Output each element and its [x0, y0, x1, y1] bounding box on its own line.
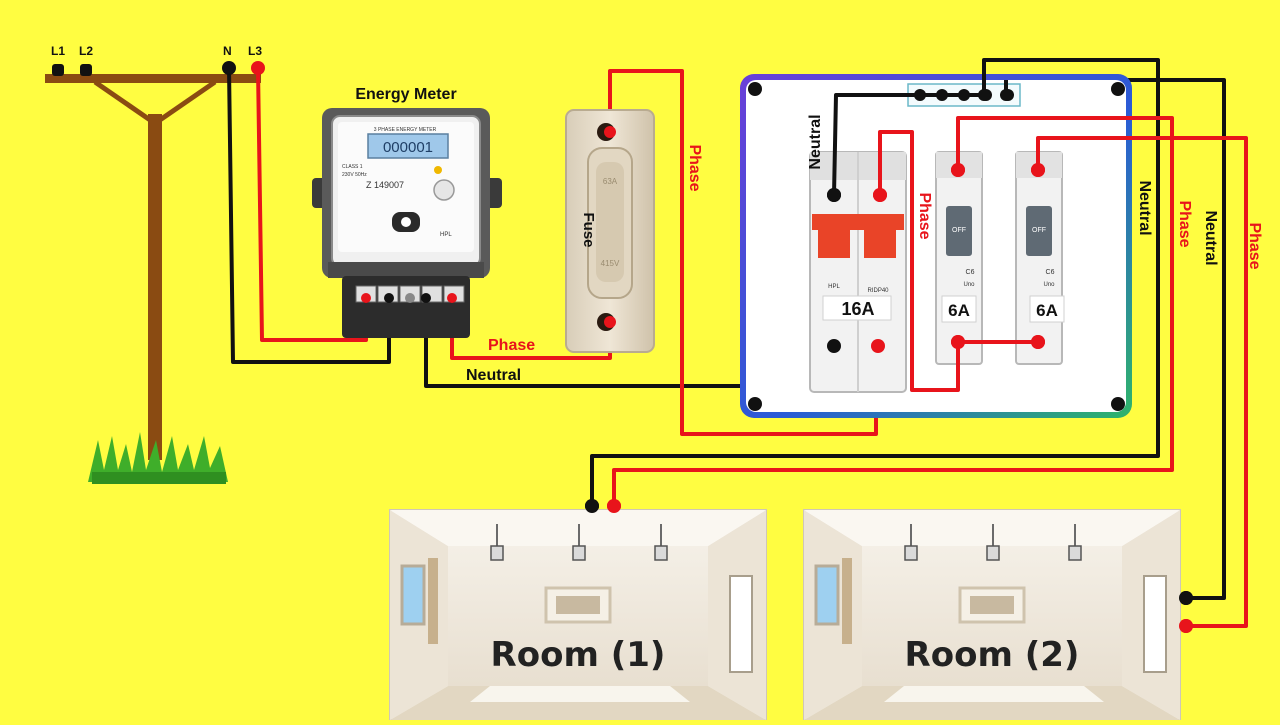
- energy-meter: 000001 3 PHASE ENERGY METER CLASS 1 230V…: [312, 108, 502, 338]
- meter-rating: 230V 50Hz: [342, 172, 367, 178]
- side-label-neutral-1: Neutral: [1136, 180, 1153, 235]
- mcb-1-rating: 6A: [948, 301, 970, 320]
- room-2-title: Room (2): [905, 635, 1080, 675]
- room-1: Room (1): [388, 508, 768, 722]
- terminal-label-l2: L2: [79, 44, 93, 58]
- wire-phase-rccb-mcb-top: [878, 130, 960, 392]
- mcb-2-rating: 6A: [1036, 301, 1058, 320]
- meter-header: 3 PHASE ENERGY METER: [374, 127, 437, 133]
- fuse-volt: 415V: [601, 259, 620, 268]
- meter-display: 000001: [383, 139, 433, 156]
- side-label-neutral-2: Neutral: [1202, 210, 1219, 265]
- meter-terminals: [355, 285, 465, 303]
- wire-phase-fuse-rccb: [608, 69, 878, 436]
- fuse-amp: 63A: [603, 177, 618, 186]
- rccb-breaker: RIDP40 HPL 16A: [809, 151, 907, 393]
- meter-class: CLASS 1: [342, 164, 363, 170]
- terminal-label-l1: L1: [51, 44, 65, 58]
- mcb-2-curve: C6: [1046, 269, 1055, 276]
- wire-phase-room1-top: [956, 116, 1172, 170]
- pole-crossarm: [45, 74, 261, 83]
- label-phase-meter: Phase: [488, 337, 535, 354]
- mcb-breaker-1: OFF C6 Uno 6A: [935, 151, 983, 365]
- mcb-1-status: OFF: [952, 227, 966, 234]
- grass-tuft: [88, 432, 228, 484]
- label-phase-fuse: Phase: [686, 144, 703, 191]
- room-1-title: Room (1): [491, 635, 666, 675]
- mcb-1-brand: Uno: [963, 282, 975, 288]
- utility-pole: [45, 64, 261, 484]
- side-label-phase-2: Phase: [1246, 222, 1263, 269]
- terminal-label-l3: L3: [248, 44, 262, 58]
- side-label-phase-1: Phase: [1176, 200, 1193, 247]
- label-neutral-meter: Neutral: [466, 367, 521, 384]
- rccb-rating: 16A: [841, 299, 874, 319]
- mcb-2-brand: Uno: [1043, 282, 1055, 288]
- fuse-label: Fuse: [580, 212, 597, 247]
- mcb-breaker-2: OFF C6 Uno 6A: [1015, 151, 1065, 365]
- distribution-board: RIDP40 HPL 16A OFF C6 Uno 6A OFF C6 U: [740, 74, 1132, 418]
- energy-meter-title: Energy Meter: [355, 86, 456, 103]
- meter-serial: Z 149007: [366, 180, 404, 190]
- wire-neutral-rccb-busbar-top: [832, 93, 984, 196]
- pole-insulators: [52, 64, 92, 76]
- wire-phase-room2-top: [1036, 136, 1246, 170]
- meter-brand: HPL: [440, 232, 452, 238]
- rccb-model: RIDP40: [867, 288, 889, 294]
- board-phase-label: Phase: [916, 192, 933, 239]
- board-neutral-label: Neutral: [807, 114, 824, 169]
- pole-post: [148, 114, 162, 460]
- mcb-2-status: OFF: [1032, 227, 1046, 234]
- rccb-brand: HPL: [828, 284, 840, 290]
- terminal-label-n: N: [223, 44, 232, 58]
- room-2: Room (2): [802, 508, 1182, 722]
- mcb-1-curve: C6: [966, 269, 975, 276]
- fuse-unit: 63A 415V Fuse: [565, 109, 655, 353]
